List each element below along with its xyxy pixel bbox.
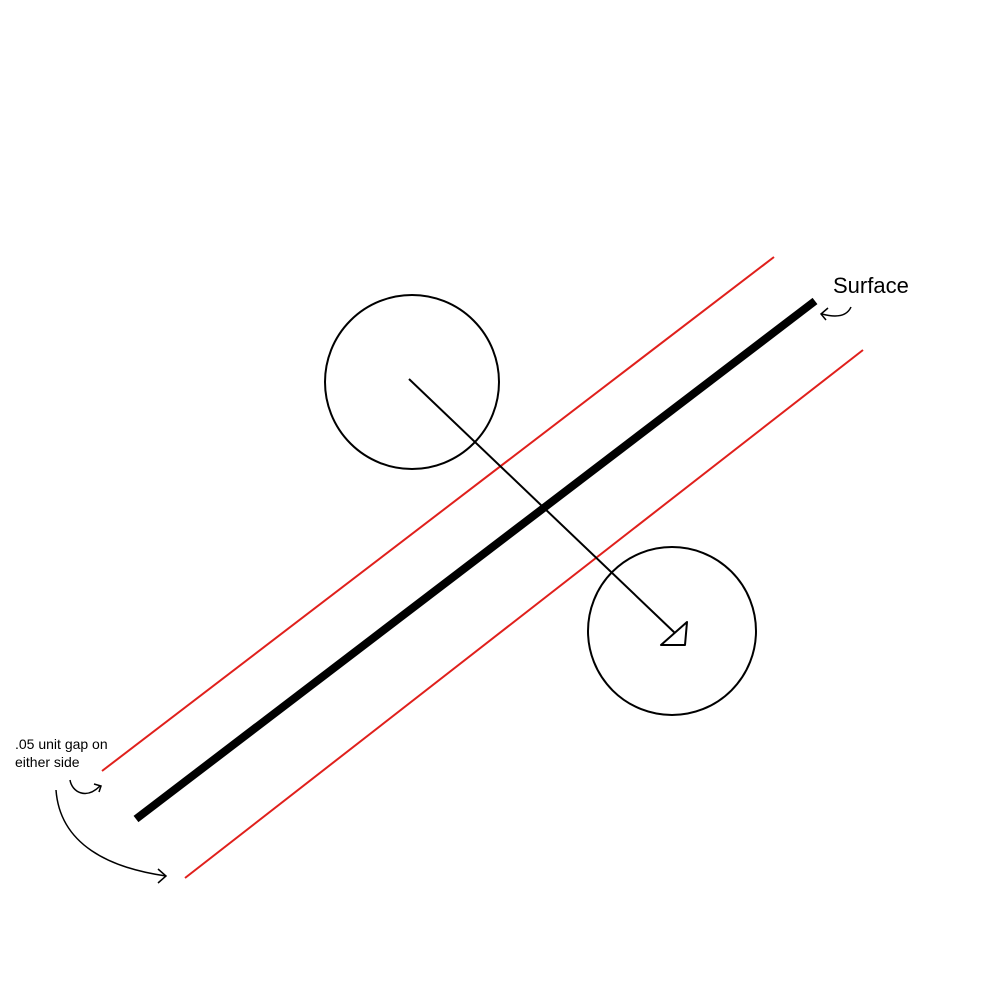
start-circle: [324, 294, 500, 470]
surface-callout-arrow-icon: [821, 306, 852, 317]
movement-vector-line: [408, 378, 677, 635]
gap-lower-callout-arrowhead-icon: [157, 868, 168, 884]
lower-offset-line: [184, 349, 864, 879]
arrowhead-icon: [660, 621, 688, 646]
gap-lower-callout-arrow-icon: [55, 789, 167, 877]
gap-upper-callout-arrowhead-icon: [93, 783, 102, 793]
gap-label: .05 unit gap on either side: [15, 736, 108, 770]
surface-callout-arrowhead-icon: [819, 307, 829, 321]
upper-offset-line: [101, 256, 775, 772]
surface-label: Surface: [833, 273, 909, 298]
end-circle: [587, 546, 757, 716]
surface-line: [133, 297, 818, 823]
gap-upper-callout-arrow-icon: [69, 779, 101, 795]
